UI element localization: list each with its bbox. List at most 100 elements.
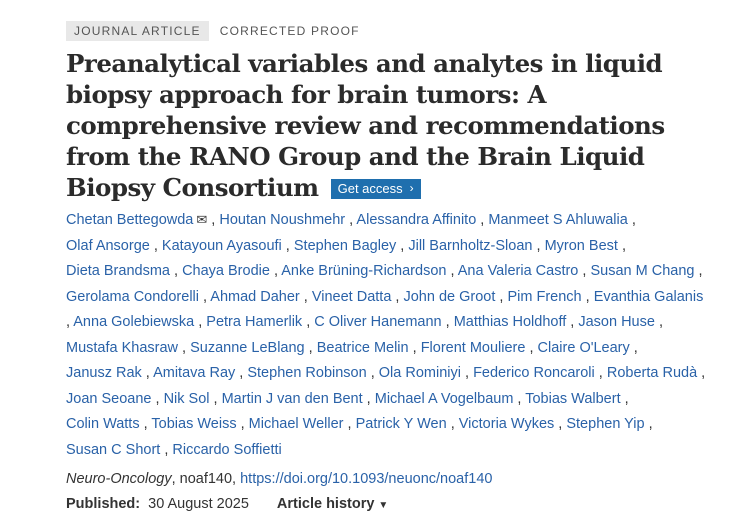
article-history-toggle[interactable]: Article history▼ [277,496,388,512]
author-link[interactable]: Houtan Noushmehr [219,212,346,228]
author-separator: , [654,314,663,330]
author-link[interactable]: Joan Seoane [66,390,152,407]
corrected-proof-tag: CORRECTED PROOF [219,24,360,38]
author-link[interactable]: Roberta Rudà [606,365,698,381]
author-link[interactable]: Gerolama Condorelli [66,288,199,305]
author-link[interactable]: Matthias Holdhoff [453,314,567,330]
author-separator: , [149,237,162,254]
author-link[interactable]: Amitava Ray [153,365,236,381]
author-link[interactable]: Alessandra Affinito [356,212,477,228]
author-link[interactable]: Ana Valeria Castro [457,263,579,279]
author-link[interactable]: Anke Brüning-Richardson [281,263,447,279]
author-link[interactable]: Dieta Brandsma [66,263,170,279]
author-separator: , [299,288,312,305]
published-label: Published: [66,496,141,512]
author-link[interactable]: Olaf Ansorge [66,237,150,254]
author-separator: , [207,212,220,228]
author-separator: , [441,314,454,330]
author-separator: , [513,390,526,407]
author-separator: , [160,441,173,458]
article-title-text: Preanalytical variables and analytes in … [66,49,665,202]
author-link[interactable]: Michael A Vogelbaum [374,390,514,407]
author-separator: , [460,365,474,381]
author-separator: , [566,314,579,330]
doi-link[interactable]: https://doi.org/10.1093/neuonc/noaf140 [240,471,493,487]
author-link[interactable]: Myron Best [544,237,618,254]
author-separator: , [209,390,222,407]
author-link[interactable]: Suzanne LeBlang [190,339,305,356]
author-link[interactable]: Susan M Chang [590,263,695,279]
author-link[interactable]: Florent Mouliere [420,339,526,356]
author-separator: , [620,390,629,407]
author-separator: , [629,339,638,356]
author-separator: , [396,237,409,254]
author-link[interactable]: Jason Huse [578,314,655,330]
author-separator: , [446,416,459,432]
author-separator: , [408,339,421,356]
author-link[interactable]: Chaya Brodie [182,263,270,279]
author-separator: , [391,288,404,305]
author-link[interactable]: Katayoun Ayasoufi [161,237,282,254]
get-access-button[interactable]: Get access› [330,178,421,199]
author-separator: , [476,212,489,228]
author-link[interactable]: Anna Golebiewska [73,314,195,330]
author-link[interactable]: Ola Rominiyi [378,365,461,381]
author-link[interactable]: Stephen Bagley [293,237,397,254]
author-link[interactable]: Victoria Wykes [458,416,555,432]
author-link[interactable]: Jill Barnholtz-Sloan [408,237,533,254]
author-separator: , [525,339,538,356]
published-date: 30 August 2025 [148,496,249,512]
author-separator: , [532,237,545,254]
author-link[interactable]: Janusz Rak [66,365,142,381]
get-access-label: Get access [337,181,403,196]
author-separator: , [495,288,508,305]
citation: Neuro-Oncology, noaf140, https://doi.org… [66,471,492,487]
author-link[interactable]: Tobias Weiss [151,416,237,432]
article-title: Preanalytical variables and analytes in … [66,48,726,203]
author-separator: , [269,263,282,279]
author-link[interactable]: Riccardo Soffietti [172,441,282,458]
author-separator: , [581,288,594,305]
author-separator: , [343,416,356,432]
author-link[interactable]: Petra Hamerlik [206,314,303,330]
author-link[interactable]: Federico Roncaroli [473,365,595,381]
author-link[interactable]: Claire O'Leary [537,339,630,356]
author-separator: , [194,314,207,330]
author-link[interactable]: Martin J van den Bent [221,390,363,407]
publication-info: Published: 30 August 2025 Article histor… [66,496,388,512]
author-separator: , [627,212,636,228]
author-separator: , [578,263,591,279]
author-link[interactable]: Nik Sol [163,390,210,407]
author-separator: , [345,212,357,228]
author-link[interactable]: Michael Weller [248,416,344,432]
author-link[interactable]: Susan C Short [66,441,161,458]
author-link[interactable]: Manmeet S Ahluwalia [488,212,628,228]
author-link[interactable]: Stephen Yip [566,416,645,432]
article-id: , noaf140, [171,471,241,487]
author-link[interactable]: Vineet Datta [311,288,392,305]
author-link[interactable]: Pim French [507,288,582,305]
author-separator: , [281,237,294,254]
author-separator: , [694,263,703,279]
author-link[interactable]: John de Groot [403,288,496,305]
author-separator: , [141,365,154,381]
author-link[interactable]: Beatrice Melin [316,339,409,356]
author-link[interactable]: Evanthia Galanis [593,288,704,305]
article-history-label: Article history [276,496,375,512]
author-separator: , [66,314,74,330]
author-link[interactable]: Stephen Robinson [247,365,367,381]
author-separator: , [594,365,607,381]
author-link[interactable]: Mustafa Khasraw [66,339,179,356]
author-separator: , [697,365,706,381]
author-link[interactable]: Colin Watts [66,416,140,432]
article-tags: JOURNAL ARTICLE CORRECTED PROOF [66,20,726,42]
envelope-icon[interactable]: ✉ [196,212,208,227]
author-link[interactable]: Chetan Bettegowda [66,212,194,228]
article-header: JOURNAL ARTICLE CORRECTED PROOF Preanaly… [66,20,726,463]
author-separator: , [178,339,191,356]
author-link[interactable]: Patrick Y Wen [355,416,447,432]
author-link[interactable]: Tobias Walbert [525,390,621,407]
author-link[interactable]: C Oliver Hanemann [314,314,442,330]
author-link[interactable]: Ahmad Daher [210,288,300,305]
author-separator: , [139,416,152,432]
